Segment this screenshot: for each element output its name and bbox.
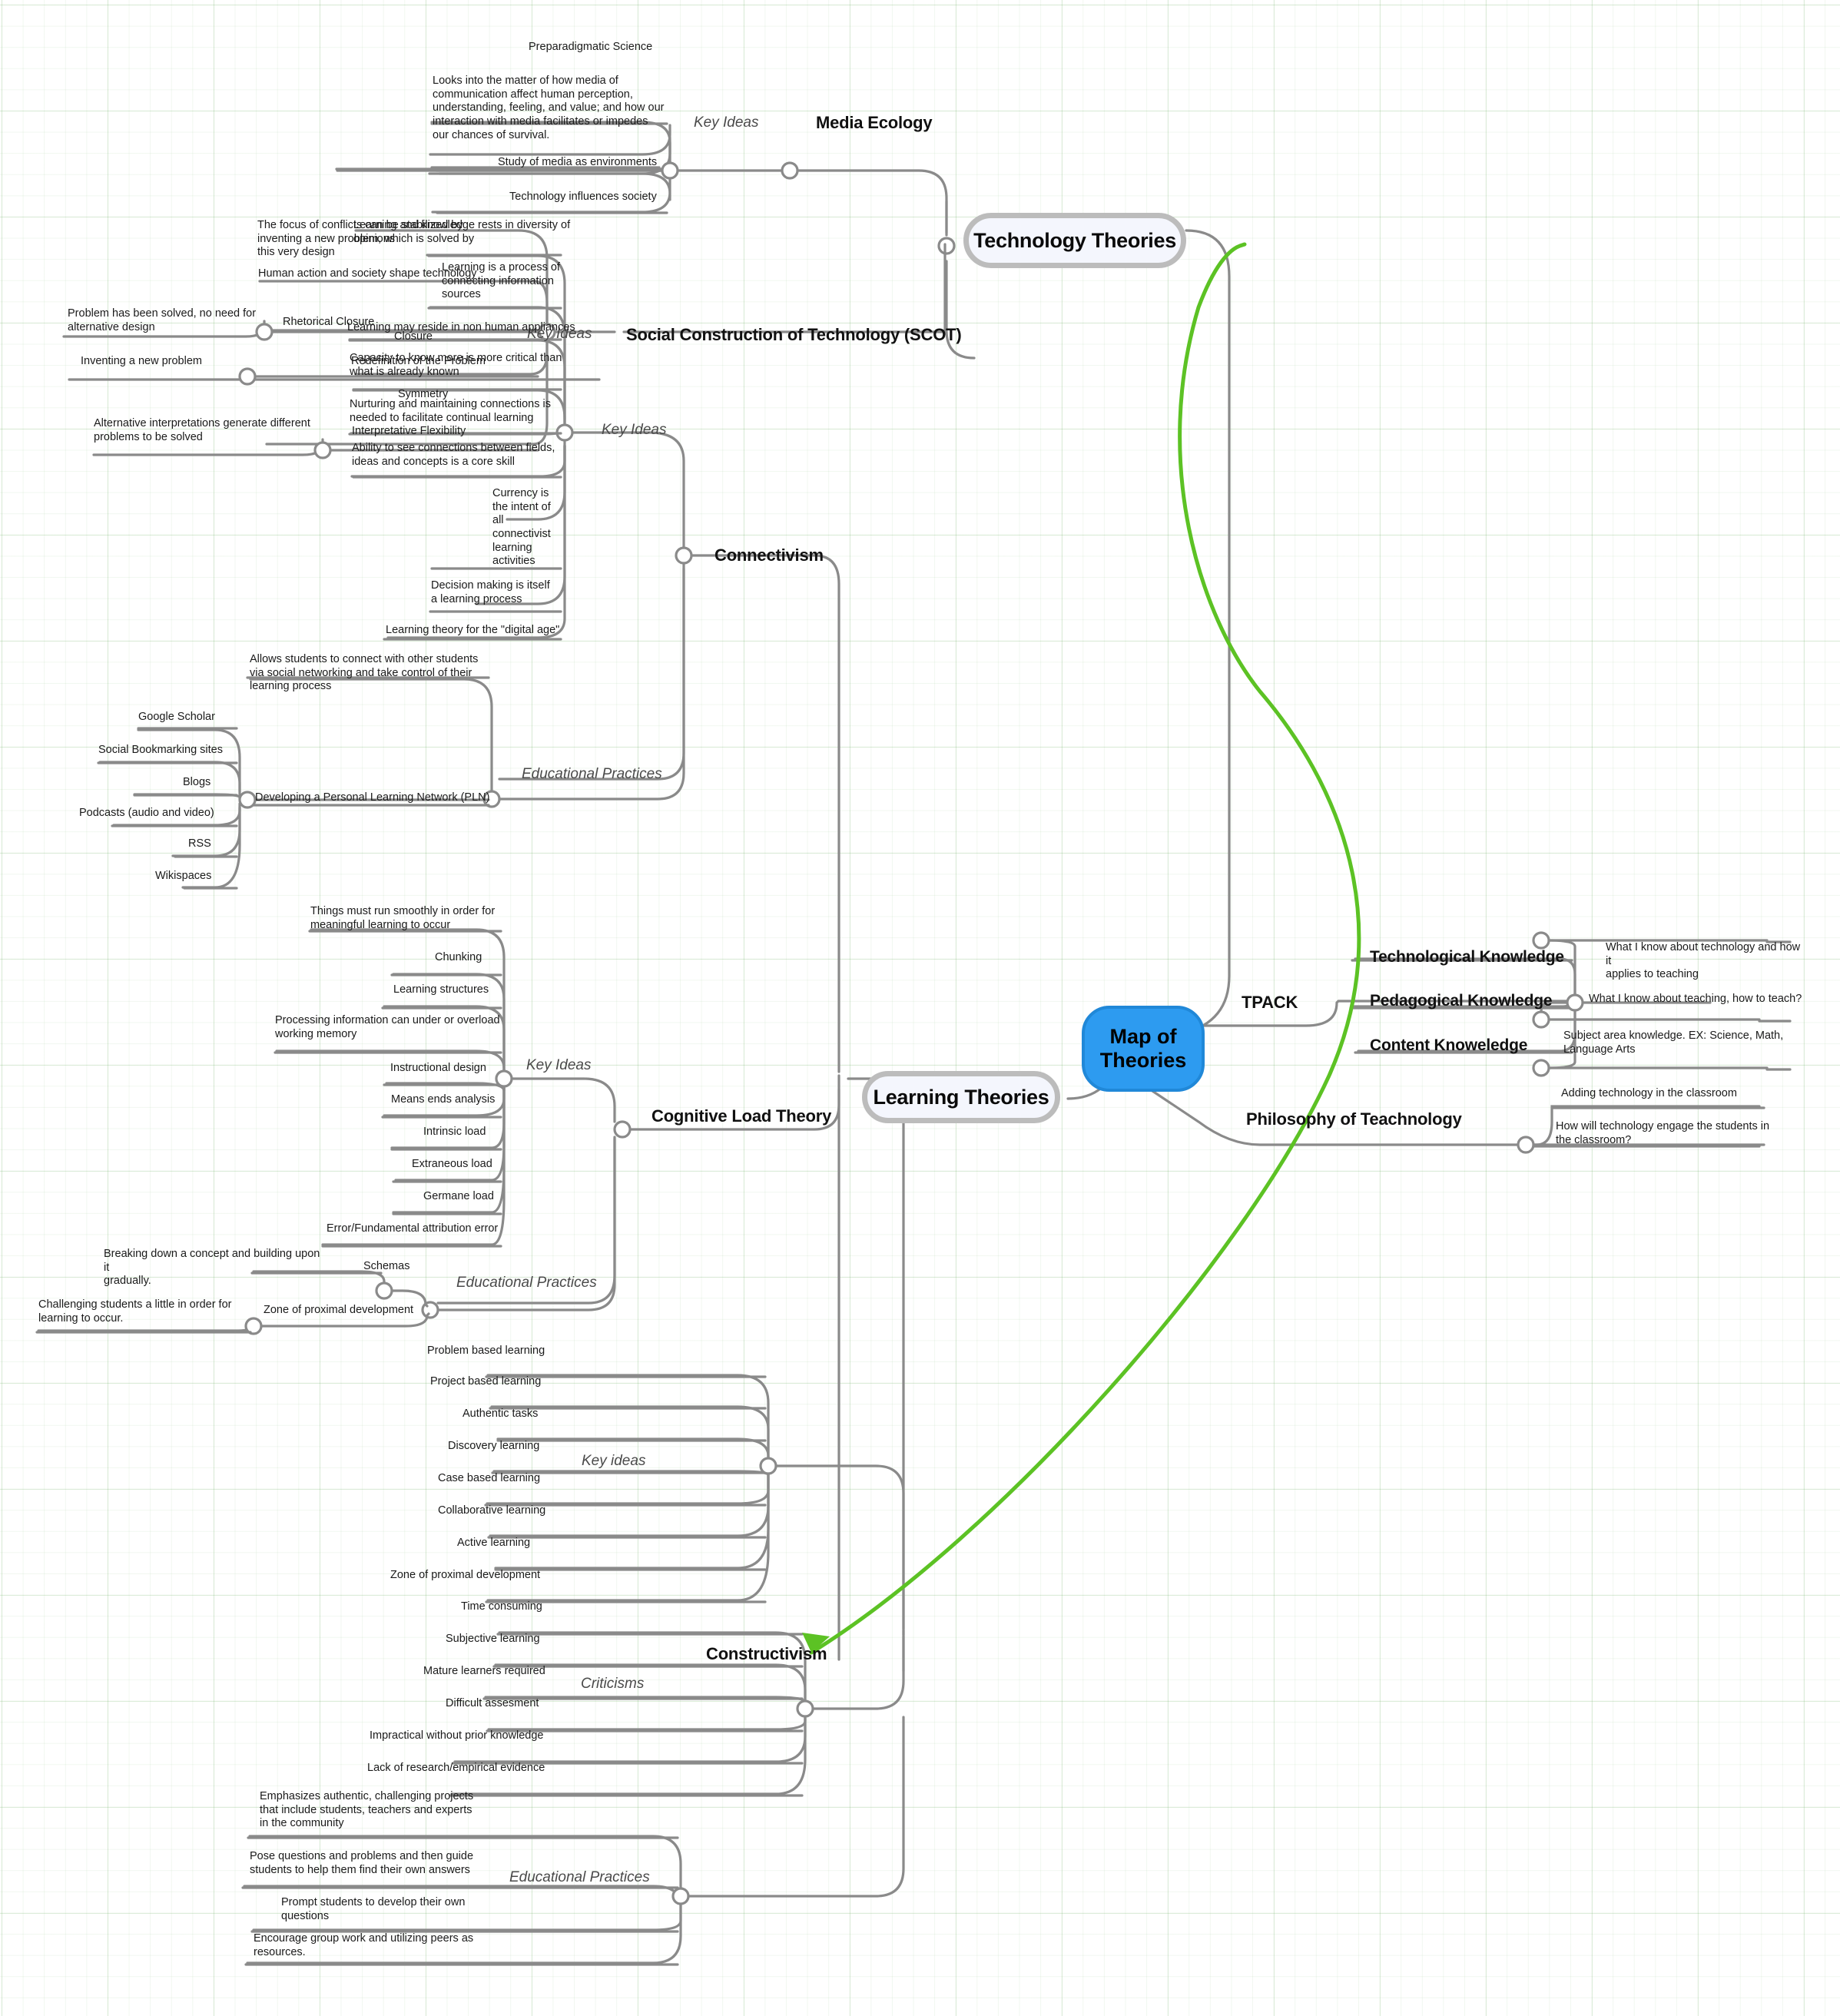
leaf-connectivism-key-4[interactable]: Nurturing and maintaining connections is… — [350, 398, 551, 424]
leaf-clt-ep-0-detail[interactable]: Breaking down a concept and building upo… — [104, 1248, 320, 1288]
leaf-constructivism-key-5[interactable]: Collaborative learning — [438, 1504, 546, 1517]
leaf-scot-1[interactable]: Human action and society shape technolog… — [258, 267, 477, 280]
leaf-philosophy-0[interactable]: Adding technology in the classroom — [1561, 1087, 1737, 1099]
leaf-tpack-1-detail[interactable]: What I know about teaching, how to teach… — [1589, 993, 1802, 1005]
node-philosophy-of-teachnology[interactable]: Philosophy of Teachnology — [1246, 1109, 1462, 1129]
leaf-criticism-5[interactable]: Lack of research/empirical evidence — [367, 1762, 545, 1774]
leaf-clt-ep-0-label[interactable]: Schemas — [363, 1260, 410, 1272]
leaf-constructivism-key-6[interactable]: Active learning — [457, 1537, 531, 1549]
leaf-connectivism-key-8[interactable]: Learning theory for the "digital age" — [386, 624, 560, 636]
relation-connectivism-key-ideas: Key Ideas — [602, 422, 667, 438]
leaf-media-ecology-1[interactable]: Looks into the matter of how media of co… — [433, 75, 665, 141]
leaf-clt-key-0[interactable]: Things must run smoothly in order for me… — [310, 905, 496, 931]
leaf-criticism-3[interactable]: Difficult assesment — [446, 1697, 539, 1709]
node-map-of-theories[interactable]: Map of Theories — [1082, 1006, 1205, 1092]
leaf-clt-key-8[interactable]: Germane load — [423, 1190, 494, 1202]
relation-clt-key-ideas: Key Ideas — [526, 1057, 592, 1073]
relation-constructivism-criticisms: Criticisms — [581, 1676, 645, 1692]
leaf-criticism-2[interactable]: Mature learners required — [423, 1665, 545, 1677]
leaf-media-ecology-2[interactable]: Study of media as environments — [498, 156, 658, 168]
leaf-criticism-1[interactable]: Subjective learning — [446, 1633, 540, 1645]
leaf-connectivism-key-1[interactable]: Learning is a process of connecting info… — [442, 261, 560, 301]
leaf-clt-key-4[interactable]: Instructional design — [390, 1062, 486, 1074]
leaf-scot-4[interactable]: Closure — [394, 330, 433, 343]
leaf-clt-ep-1-label[interactable]: Zone of proximal development — [264, 1304, 414, 1316]
leaf-connectivism-ep-1[interactable]: Developing a Personal Learning Network (… — [255, 791, 490, 804]
node-media-ecology[interactable]: Media Ecology — [816, 113, 933, 132]
leaf-clt-key-2[interactable]: Learning structures — [393, 983, 489, 996]
leaf-clt-key-9[interactable]: Error/Fundamental attribution error — [327, 1222, 499, 1235]
leaf-clt-key-6[interactable]: Intrinsic load — [423, 1126, 486, 1138]
leaf-pln-1[interactable]: Social Bookmarking sites — [98, 744, 223, 756]
leaf-connectivism-key-2[interactable]: Learning may reside in non human applian… — [347, 321, 575, 333]
leaf-constructivism-key-7[interactable]: Zone of proximal development — [390, 1569, 541, 1581]
leaf-pln-2[interactable]: Blogs — [183, 776, 211, 788]
leaf-media-ecology-3[interactable]: Technology influences society — [509, 191, 657, 203]
leaf-connectivism-ep-0[interactable]: Allows students to connect with other st… — [250, 653, 479, 693]
relation-media-ecology-key-ideas: Key Ideas — [694, 114, 759, 131]
leaf-scot-2[interactable]: Rhetorical Closure — [283, 316, 375, 328]
node-scot[interactable]: Social Construction of Technology (SCOT) — [626, 325, 962, 344]
relation-constructivism-key-ideas: Key ideas — [582, 1453, 646, 1469]
leaf-constructivism-key-4[interactable]: Case based learning — [438, 1472, 541, 1484]
relation-connectivism-educational-practices: Educational Practices — [522, 766, 662, 782]
leaf-constructivism-key-3[interactable]: Discovery learning — [448, 1440, 540, 1452]
node-connectivism[interactable]: Connectivism — [714, 545, 824, 565]
relation-clt-educational-practices: Educational Practices — [456, 1275, 597, 1291]
leaf-connectivism-key-5[interactable]: Ability to see connections between field… — [352, 442, 555, 468]
leaf-constructivism-ep-2[interactable]: Prompt students to develop their own que… — [281, 1896, 466, 1922]
leaf-constructivism-ep-1[interactable]: Pose questions and problems and then gui… — [250, 1850, 474, 1876]
leaf-connectivism-key-3[interactable]: Capacity to know more is more critical t… — [350, 352, 562, 378]
leaf-scot-0[interactable]: The focus of conflicts can be stabilized… — [257, 219, 475, 259]
leaf-constructivism-key-1[interactable]: Project based learning — [430, 1375, 542, 1388]
leaf-tpack-0-detail[interactable]: What I know about technology and how it … — [1606, 941, 1801, 981]
node-cognitive-load-theory[interactable]: Cognitive Load Theory — [651, 1106, 832, 1126]
leaf-criticism-4[interactable]: Impractical without prior knowledge — [370, 1729, 544, 1742]
leaf-clt-key-3[interactable]: Processing information can under or over… — [275, 1014, 500, 1040]
leaf-constructivism-key-0[interactable]: Problem based learning — [427, 1345, 545, 1357]
leaf-constructivism-ep-0[interactable]: Emphasizes authentic, challenging projec… — [260, 1790, 474, 1830]
leaf-scot-6[interactable]: Interpretative Flexibility — [352, 425, 466, 437]
leaf-tpack-2-detail[interactable]: Subject area knowledge. EX: Science, Mat… — [1563, 1030, 1784, 1056]
leaf-tpack-0-label[interactable]: Technological Knowledge — [1370, 948, 1564, 966]
leaf-clt-key-5[interactable]: Means ends analysis — [391, 1093, 496, 1106]
leaf-tpack-1-label[interactable]: Pedagogical Knowledge — [1370, 992, 1553, 1010]
leaf-clt-key-1[interactable]: Chunking — [435, 951, 482, 963]
leaf-scot-sub-1[interactable]: Inventing a new problem — [81, 355, 202, 367]
leaf-pln-0[interactable]: Google Scholar — [138, 711, 215, 723]
leaf-pln-4[interactable]: RSS — [188, 837, 211, 850]
leaf-pln-3[interactable]: Podcasts (audio and video) — [79, 807, 214, 819]
leaf-connectivism-key-7[interactable]: Decision making is itself a learning pro… — [431, 579, 550, 605]
relation-scot-key-ideas: Key Ideas — [527, 326, 592, 342]
node-technology-theories[interactable]: Technology Theories — [963, 213, 1186, 268]
leaf-scot-sub-0[interactable]: Problem has been solved, no need for alt… — [68, 307, 257, 333]
leaf-scot-5[interactable]: Symmetry — [398, 388, 449, 400]
center-label: Map of Theories — [1099, 1024, 1187, 1072]
node-learning-theories[interactable]: Learning Theories — [862, 1071, 1060, 1123]
leaf-clt-ep-1-detail[interactable]: Challenging students a little in order f… — [38, 1298, 232, 1325]
leaf-connectivism-key-6[interactable]: Currency is the intent of all connectivi… — [492, 487, 551, 568]
leaf-connectivism-key-0[interactable]: Learning and knowledge rests in diversit… — [353, 219, 571, 245]
leaf-constructivism-key-2[interactable]: Authentic tasks — [462, 1408, 539, 1420]
leaf-pln-5[interactable]: Wikispaces — [155, 870, 212, 882]
leaf-criticism-0[interactable]: Time consuming — [461, 1600, 542, 1613]
relation-constructivism-educational-practices: Educational Practices — [509, 1869, 650, 1885]
green-relationship-arrow — [802, 242, 1361, 1655]
leaf-philosophy-1[interactable]: How will technology engage the students … — [1556, 1120, 1770, 1146]
leaf-scot-sub-2[interactable]: Alternative interpretations generate dif… — [94, 417, 310, 443]
node-constructivism[interactable]: Constructivism — [706, 1644, 827, 1663]
leaf-media-ecology-0[interactable]: Preparadigmatic Science — [529, 41, 653, 53]
node-tpack[interactable]: TPACK — [1242, 993, 1298, 1012]
leaf-scot-3[interactable]: Redefinition of the Problem — [351, 355, 486, 367]
leaf-tpack-2-label[interactable]: Content Knoweledge — [1370, 1036, 1528, 1054]
leaf-clt-key-7[interactable]: Extraneous load — [412, 1158, 492, 1170]
leaf-constructivism-ep-3[interactable]: Encourage group work and utilizing peers… — [254, 1932, 474, 1958]
